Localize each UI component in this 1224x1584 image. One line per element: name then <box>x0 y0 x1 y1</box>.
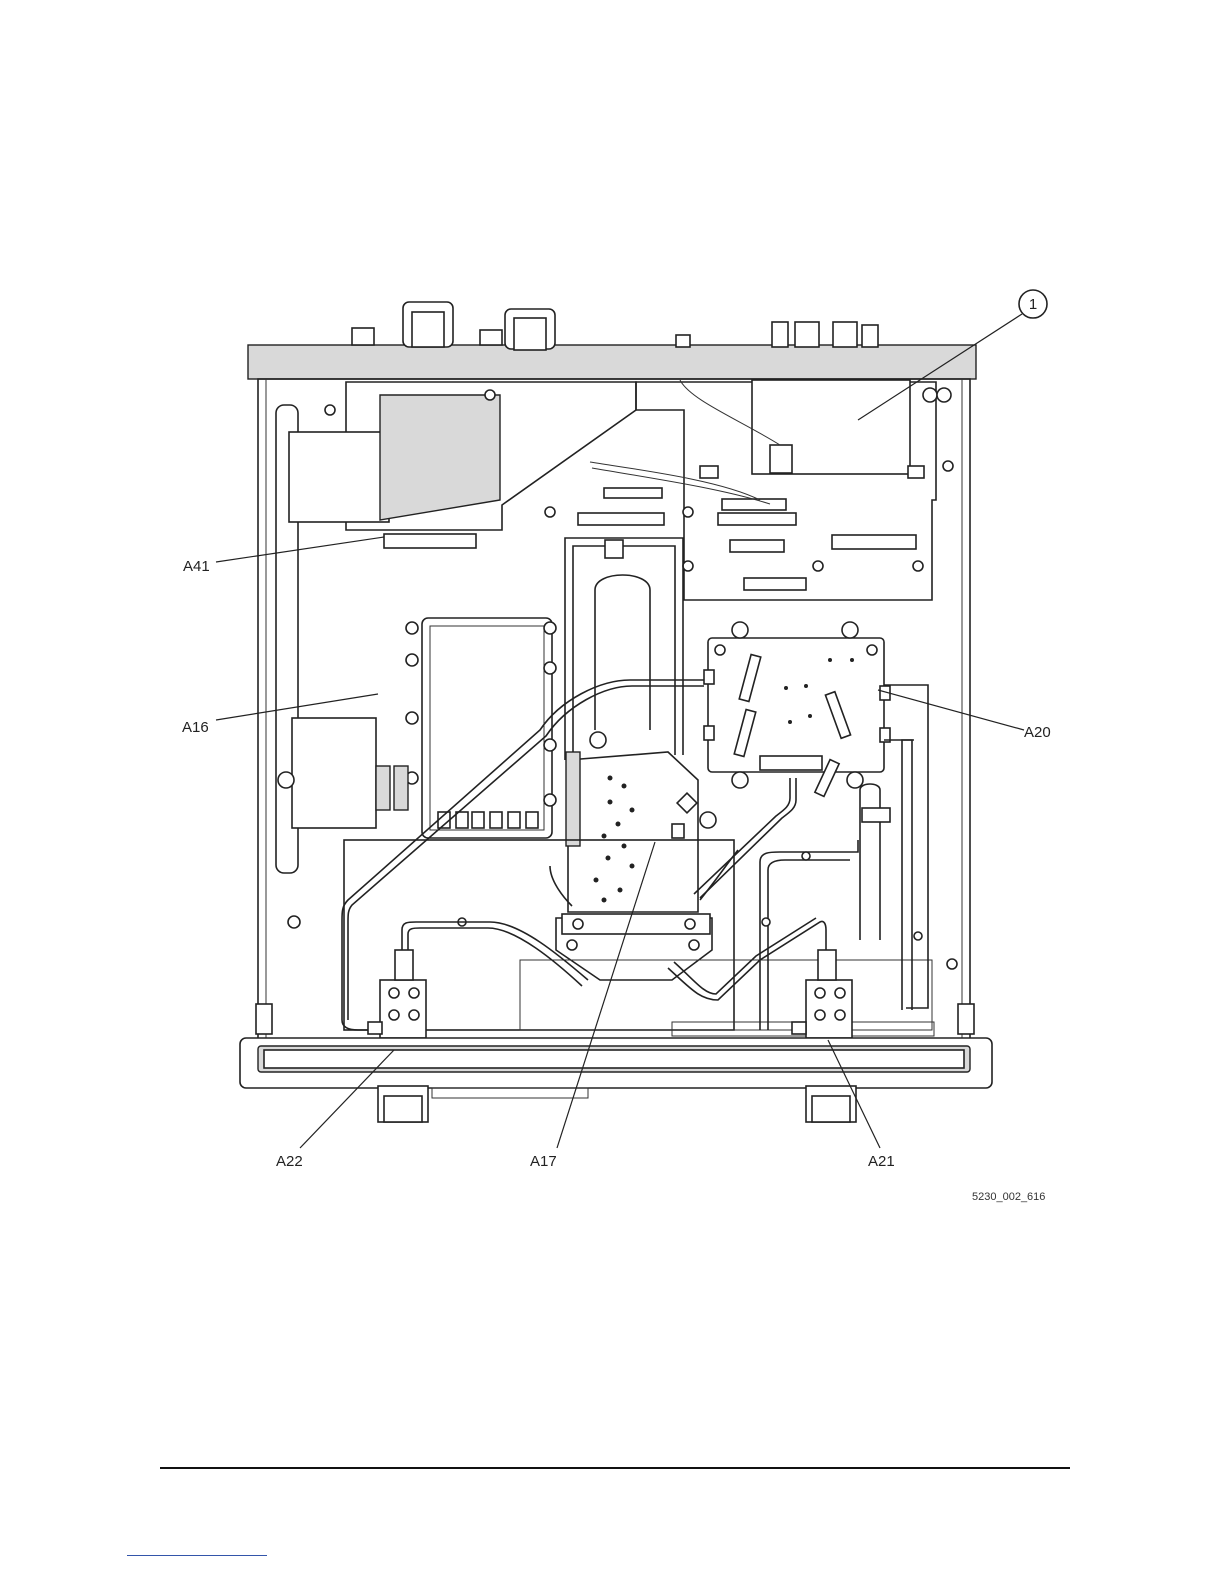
a17-board <box>556 732 716 980</box>
rear-panel <box>248 302 976 379</box>
callout-a16: A16 <box>182 719 209 736</box>
figure-id: 5230_002_616 <box>972 1191 1045 1203</box>
a22-block <box>368 950 426 1038</box>
a20-board <box>704 622 890 796</box>
a21-block <box>792 950 852 1038</box>
callout-a21: A21 <box>868 1153 895 1170</box>
footer-rule <box>160 1467 1070 1469</box>
bottom-link-underline <box>127 1555 267 1556</box>
callout-a22: A22 <box>276 1153 303 1170</box>
callout-item-1-label: 1 <box>1029 296 1037 313</box>
loop-cable <box>565 538 683 760</box>
callout-item-1: 1 <box>1019 290 1047 318</box>
callout-a20: A20 <box>1024 724 1051 741</box>
callout-a17: A17 <box>530 1153 557 1170</box>
a16-board <box>278 618 556 838</box>
callout-a41: A41 <box>183 558 210 575</box>
